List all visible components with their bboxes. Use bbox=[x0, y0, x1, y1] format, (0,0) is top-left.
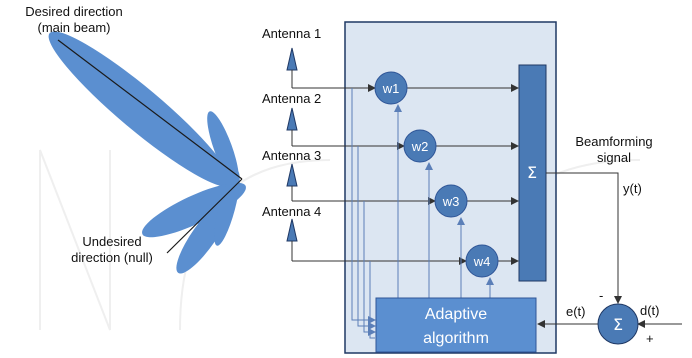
beamforming-signal-label: Beamforming signal bbox=[564, 134, 664, 166]
beamforming-signal-line2: signal bbox=[597, 150, 631, 165]
antenna-3 bbox=[286, 163, 298, 201]
antenna-taps bbox=[351, 88, 376, 339]
antenna-1-label: Antenna 1 bbox=[262, 26, 322, 41]
antenna-2 bbox=[286, 107, 298, 146]
antenna-1 bbox=[286, 47, 298, 88]
et-label: e(t) bbox=[566, 304, 586, 319]
error-summer-symbol: Σ bbox=[613, 315, 623, 334]
side-lobe bbox=[214, 170, 240, 246]
antenna-4-label: Antenna 4 bbox=[262, 204, 322, 219]
dt-label: d(t) bbox=[640, 303, 660, 318]
summer-block: Σ bbox=[518, 64, 547, 282]
error-summer: Σ bbox=[597, 303, 639, 345]
desired-direction-line2: (main beam) bbox=[37, 20, 111, 35]
side-lobe bbox=[142, 182, 246, 238]
antenna-2-label: Antenna 2 bbox=[262, 91, 322, 106]
weight-w2: w2 bbox=[403, 129, 437, 163]
adaptive-algorithm-block: Adaptive algorithm bbox=[375, 297, 537, 353]
desired-direction-label: Desired direction (main beam) bbox=[18, 4, 130, 36]
weight-w1: w1 bbox=[374, 71, 408, 105]
signal-lines bbox=[292, 84, 519, 265]
adaptive-label-line2: algorithm bbox=[423, 330, 489, 347]
weight-label: w2 bbox=[411, 139, 429, 154]
side-lobe bbox=[207, 111, 239, 185]
main-lobe bbox=[48, 31, 232, 187]
desired-direction-line1: Desired direction bbox=[25, 4, 123, 19]
summer-symbol: Σ bbox=[527, 163, 537, 182]
antenna-4 bbox=[286, 218, 298, 261]
output-path bbox=[537, 172, 682, 328]
null-direction-line bbox=[166, 178, 243, 254]
undesired-direction-line1: Undesired bbox=[82, 234, 142, 249]
weight-label: w4 bbox=[473, 254, 491, 269]
weight-w4: w4 bbox=[465, 244, 499, 278]
weight-label: w1 bbox=[382, 81, 400, 96]
minus-sign: - bbox=[599, 288, 604, 303]
beamforming-signal-line1: Beamforming bbox=[575, 134, 653, 149]
main-beam-line bbox=[57, 39, 243, 180]
weight-label: w3 bbox=[442, 194, 460, 209]
adaptive-label-line1: Adaptive bbox=[425, 306, 487, 323]
plus-sign: + bbox=[646, 331, 654, 346]
weight-w3: w3 bbox=[434, 184, 468, 218]
undesired-direction-label: Undesired direction (null) bbox=[62, 234, 162, 266]
yt-label: y(t) bbox=[623, 181, 642, 196]
radiation-pattern bbox=[48, 31, 246, 274]
antenna-3-label: Antenna 3 bbox=[262, 148, 322, 163]
weight-updates bbox=[394, 104, 494, 298]
undesired-direction-line2: direction (null) bbox=[71, 250, 153, 265]
